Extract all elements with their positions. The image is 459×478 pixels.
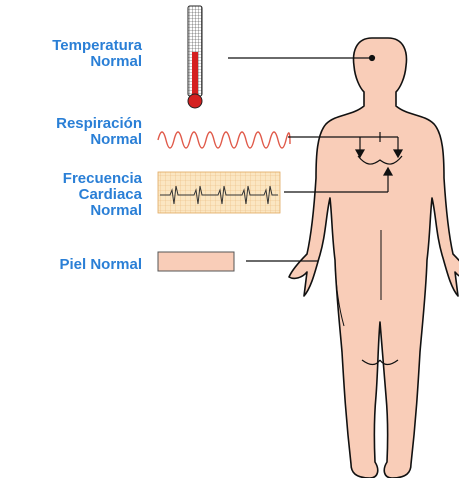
skin-swatch-icon [158, 252, 234, 271]
breathing-wave-icon [158, 132, 290, 148]
ecg-strip-icon [158, 172, 280, 213]
thermometer-icon [188, 6, 202, 108]
human-body-figure [289, 38, 459, 478]
forehead-marker [370, 56, 375, 61]
